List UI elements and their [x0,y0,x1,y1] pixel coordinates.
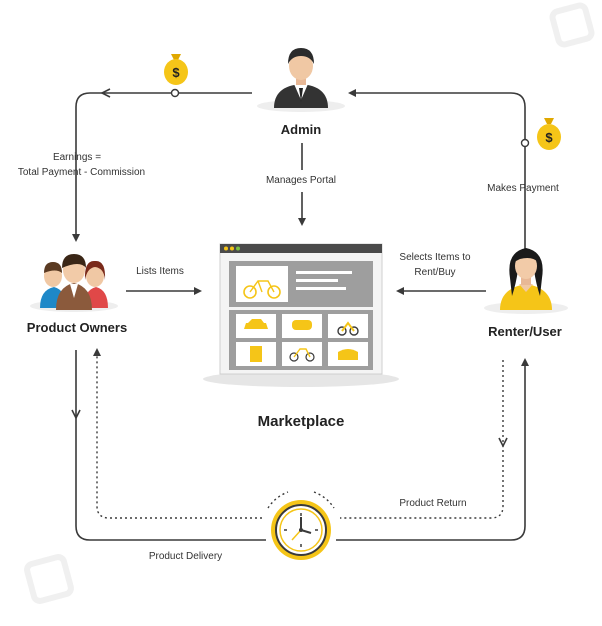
decor-square-top-right [549,2,595,48]
clock-icon [267,491,335,560]
edge-node-dot [520,138,530,148]
edge-renter-to-admin [348,89,526,250]
selects-items-label-line1: Selects Items to [399,252,471,263]
admin-avatar-icon [257,48,345,112]
admin-label: Admin [280,122,322,137]
edge-product-delivery [75,350,525,541]
marketplace-label: Marketplace [257,413,345,430]
money-bag-icon: $ [164,54,188,85]
edge-admin-to-owners [72,92,252,242]
earnings-label-line1: Earnings = [52,152,102,163]
edge-product-return [97,350,504,519]
manages-portal-label: Manages Portal [265,175,337,186]
product-return-label: Product Return [399,498,467,509]
svg-text:$: $ [172,65,180,80]
svg-text:$: $ [545,130,553,145]
arrow-left-admin [100,88,111,98]
arrow-down-owners [71,409,81,420]
arrow-down-renter [498,437,508,448]
product-delivery-label: Product Delivery [148,551,223,562]
earnings-label-line2: Total Payment - Commission [17,167,146,178]
renter-user-label: Renter/User [488,324,562,339]
selects-items-label-line2: Rent/Buy [414,267,456,278]
product-owners-label: Product Owners [26,320,128,335]
owners-group-icon [30,254,118,312]
edge-node-dot [170,88,180,98]
lists-items-label: Lists Items [136,266,184,277]
money-bag-icon: $ [537,118,561,150]
browser-window-icon [203,243,399,387]
decor-square-bottom-left [24,554,74,604]
renter-avatar-icon [484,248,568,314]
makes-payment-label: Makes Payment [487,183,559,194]
